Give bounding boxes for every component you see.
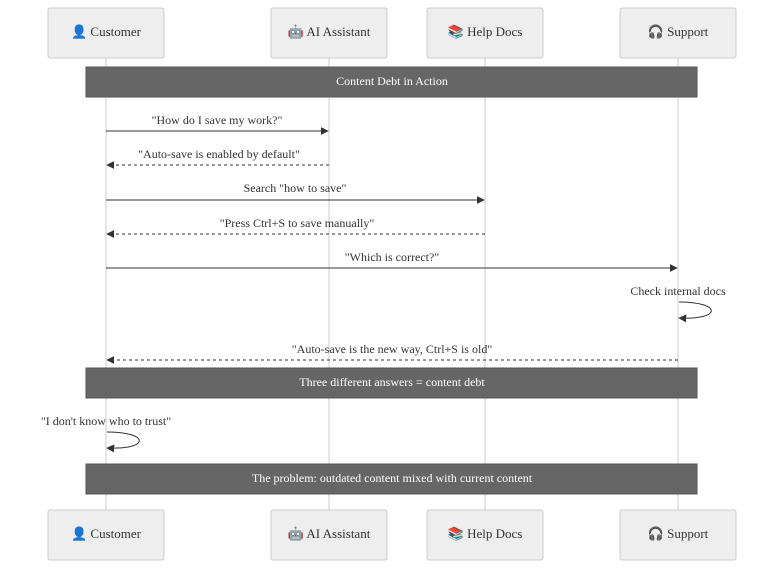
actor-customer-bottom: 👤 Customer (47, 509, 165, 561)
message-check-internal-docs: Check internal docs (630, 284, 726, 323)
message-label: "Which is correct?" (345, 250, 440, 264)
message-auto-save-new-way: "Auto-save is the new way, Ctrl+S is old… (106, 342, 678, 364)
message-label: "Press Ctrl+S to save manually" (220, 216, 375, 230)
actor-label: 👤 Customer (71, 24, 142, 39)
actor-support-bottom: 🎧 Support (619, 509, 737, 561)
actor-ai-assistant-top: 🤖 AI Assistant (270, 7, 388, 59)
message-how-to-save: "How do I save my work?" (106, 113, 329, 135)
note-three-answers: Three different answers = content debt (85, 367, 698, 399)
actor-help-docs-top: 📚 Help Docs (426, 7, 544, 59)
message-label: "How do I save my work?" (152, 113, 283, 127)
message-label: "Auto-save is enabled by default" (138, 147, 300, 161)
actor-label: 📚 Help Docs (448, 526, 523, 541)
message-which-correct: "Which is correct?" (106, 250, 678, 272)
actor-ai-assistant-bottom: 🤖 AI Assistant (270, 509, 388, 561)
note-text: Three different answers = content debt (299, 375, 485, 389)
message-auto-save-default: "Auto-save is enabled by default" (106, 147, 329, 169)
note-content-debt: Content Debt in Action (85, 66, 698, 98)
message-search-docs: Search "how to save" (106, 181, 485, 204)
actor-label: 📚 Help Docs (448, 24, 523, 39)
actor-support-top: 🎧 Support (619, 7, 737, 59)
note-text: The problem: outdated content mixed with… (252, 471, 533, 485)
message-press-ctrl-s: "Press Ctrl+S to save manually" (106, 216, 485, 238)
note-text: Content Debt in Action (336, 74, 448, 88)
message-label: Search "how to save" (244, 181, 347, 195)
actor-label: 🎧 Support (648, 24, 709, 39)
actor-help-docs-bottom: 📚 Help Docs (426, 509, 544, 561)
actor-label: 👤 Customer (71, 526, 142, 541)
actor-customer-top: 👤 Customer (47, 7, 165, 59)
actor-label: 🤖 AI Assistant (288, 526, 371, 541)
note-the-problem: The problem: outdated content mixed with… (85, 463, 698, 495)
actor-label: 🎧 Support (648, 526, 709, 541)
actor-label: 🤖 AI Assistant (288, 24, 371, 39)
message-label: Check internal docs (630, 284, 726, 298)
message-label: "Auto-save is the new way, Ctrl+S is old… (292, 342, 493, 356)
message-label: "I don't know who to trust" (41, 414, 171, 428)
message-who-to-trust: "I don't know who to trust" (41, 414, 171, 453)
